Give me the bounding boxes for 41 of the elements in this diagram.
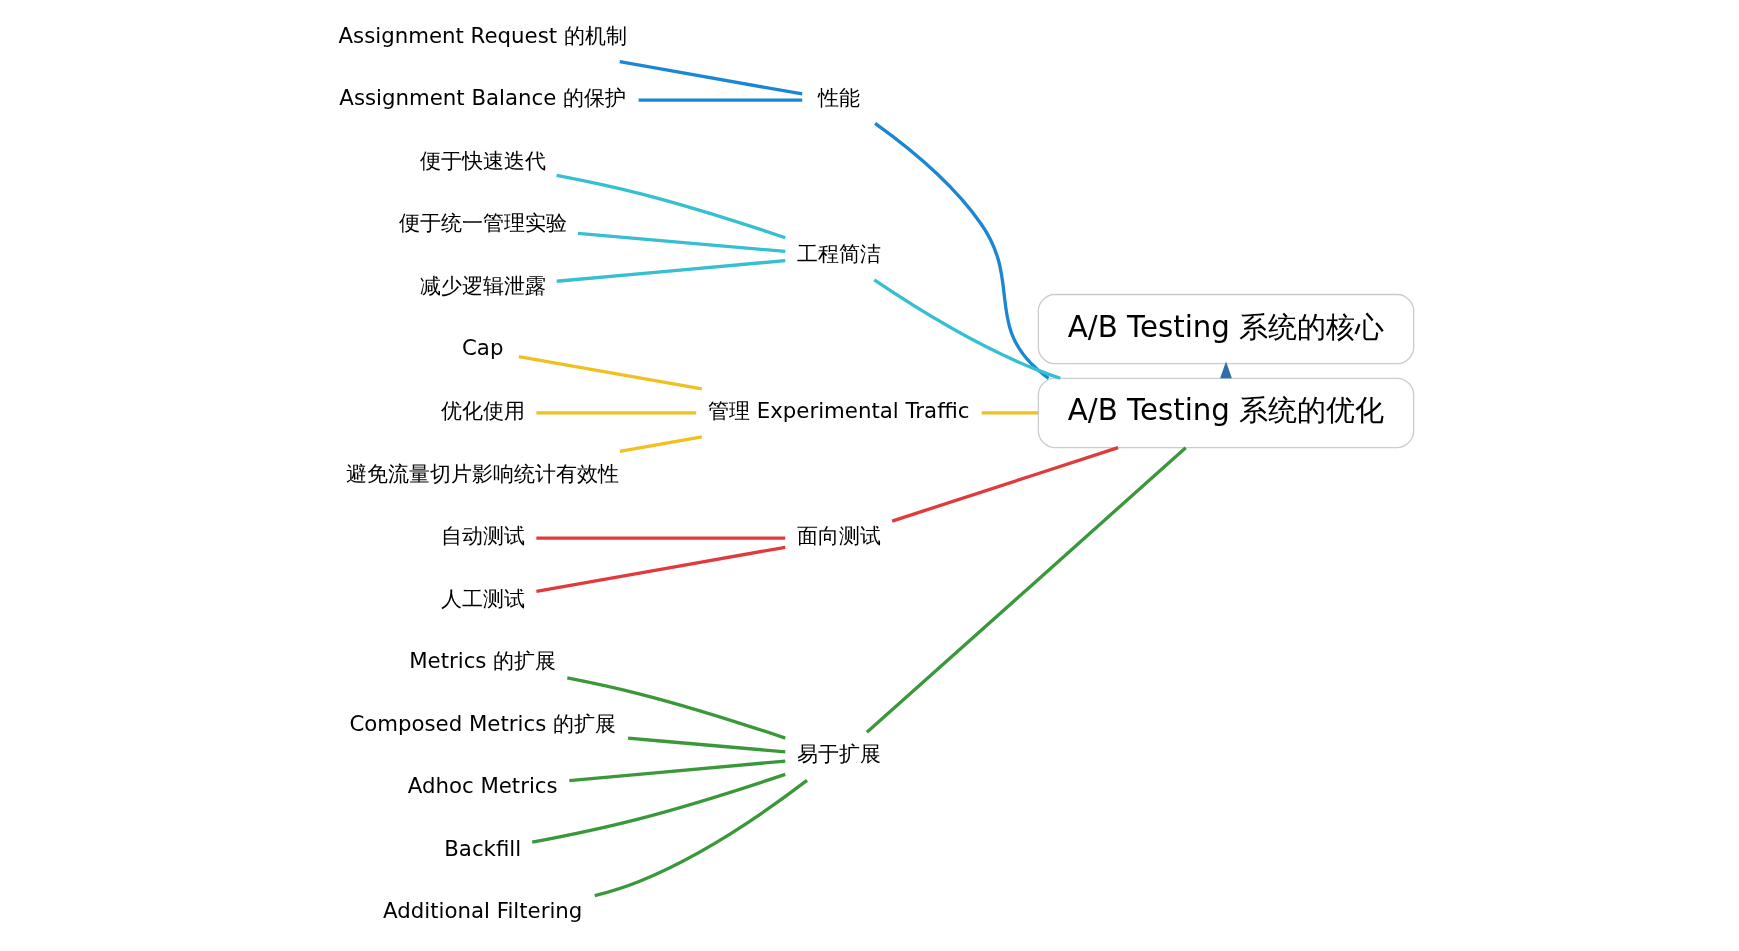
node-text: Assignment Request 的机制 xyxy=(338,22,627,48)
node-text: 便于快速迭代 xyxy=(419,147,546,173)
connector xyxy=(618,60,802,96)
connector xyxy=(593,779,808,898)
connector xyxy=(531,772,786,844)
connector xyxy=(556,258,785,283)
connector xyxy=(627,736,785,754)
connector xyxy=(535,536,785,540)
connector xyxy=(873,122,1050,380)
node-text: 优化使用 xyxy=(440,398,525,423)
node-text: Additional Filtering xyxy=(382,898,582,924)
node-text: 人工测试 xyxy=(440,585,525,611)
connector xyxy=(577,231,785,254)
connector xyxy=(566,676,786,740)
node-text: Adhoc Metrics xyxy=(407,773,558,799)
node-box: A/B Testing 系统的核心 xyxy=(1037,293,1414,365)
node-text: 避免流量切片影响统计有效性 xyxy=(345,460,619,486)
node-text: 易于扩展 xyxy=(796,741,881,767)
connector xyxy=(865,446,1187,734)
connector xyxy=(555,173,786,240)
node-text: 减少逻辑泄露 xyxy=(419,272,546,298)
connector xyxy=(535,411,696,415)
node-text: Assignment Balance 的保护 xyxy=(338,85,626,111)
connector xyxy=(638,98,802,102)
connector xyxy=(872,278,1061,380)
node-text: 工程简洁 xyxy=(796,240,881,266)
node-text: 自动测试 xyxy=(440,523,525,549)
connector xyxy=(891,446,1119,523)
connector xyxy=(981,411,1038,415)
node-text: Metrics 的扩展 xyxy=(408,648,556,674)
node-text: 便于统一管理实验 xyxy=(398,210,567,236)
node-text: Composed Metrics 的扩展 xyxy=(348,710,616,736)
connector xyxy=(619,435,702,454)
node-text: Backfill xyxy=(443,835,521,861)
node-text: 管理 Experimental Traffic xyxy=(707,398,969,423)
connector xyxy=(518,354,702,391)
connector xyxy=(568,759,785,783)
node-text: 面向测试 xyxy=(796,523,881,549)
node-text: Cap xyxy=(461,335,503,361)
connector xyxy=(535,545,786,593)
node-text: 性能 xyxy=(817,85,860,111)
